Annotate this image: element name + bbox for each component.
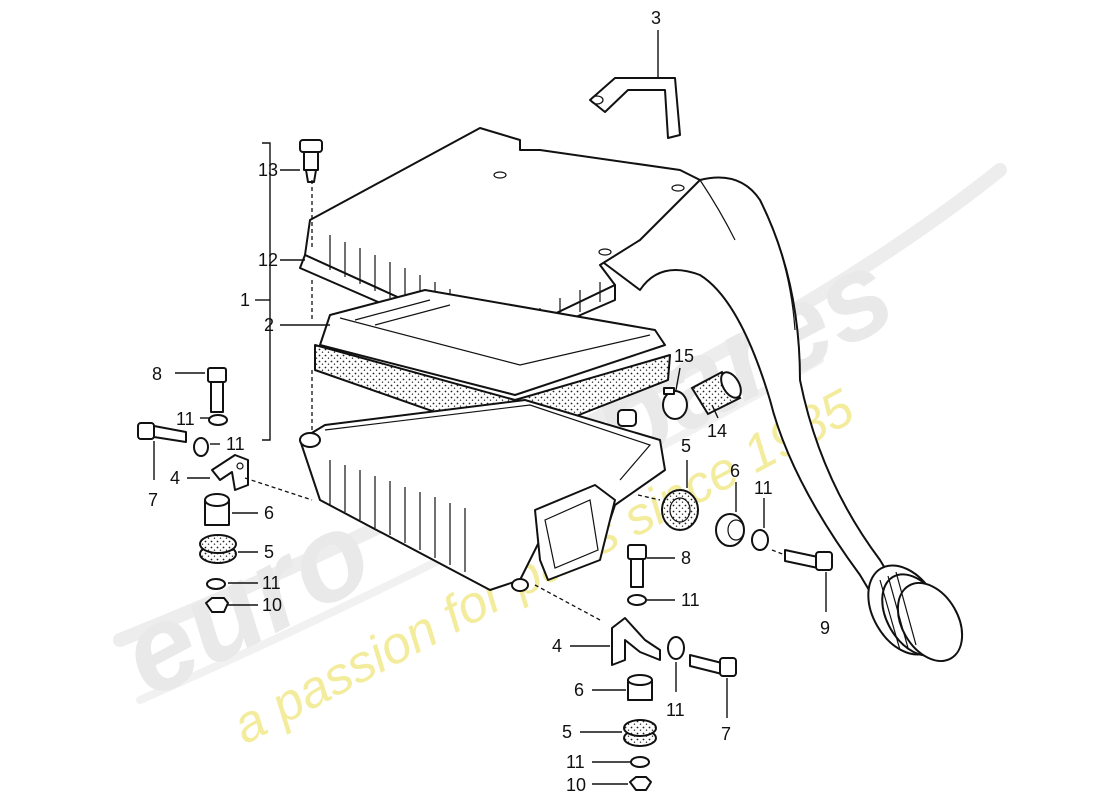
intake-duct xyxy=(599,176,964,662)
callout-6-right: 6 xyxy=(730,461,740,481)
callout-4-bottom: 4 xyxy=(552,636,562,656)
callout-11-right: 11 xyxy=(754,478,773,498)
callout-9: 9 xyxy=(820,618,830,638)
callout-11-left: 11 xyxy=(226,434,245,454)
hose-clamp-15 xyxy=(662,387,688,420)
callout-4-left: 4 xyxy=(170,468,180,488)
lower-housing xyxy=(299,399,666,592)
washer-11-left-bottom xyxy=(206,578,226,590)
callout-8-right: 8 xyxy=(681,548,691,568)
callout-13: 13 xyxy=(258,160,278,180)
callout-5-right: 5 xyxy=(681,436,691,456)
bracket-4-bottom xyxy=(611,617,661,666)
nut-10-left xyxy=(205,597,229,613)
washer-11-left xyxy=(193,437,209,457)
callout-labels: 1 2 3 4 4 5 5 5 6 6 6 7 7 8 8 9 10 10 11… xyxy=(148,8,830,795)
bushing-6-bottom xyxy=(627,674,653,701)
washer-11-right xyxy=(751,529,769,551)
hose-14 xyxy=(690,370,742,416)
callout-7-bottom: 7 xyxy=(721,724,731,744)
bracket-4-left xyxy=(211,454,249,491)
bushing-6-right xyxy=(715,513,745,547)
bolt-8-right xyxy=(627,544,647,588)
callout-5-bottom: 5 xyxy=(562,722,572,742)
nut-10-bottom xyxy=(629,776,652,791)
screw-13 xyxy=(299,139,323,183)
washer-11-right-mid xyxy=(627,594,647,606)
callout-10-bottom: 10 xyxy=(566,775,586,795)
bolt-7-bottom xyxy=(689,654,737,677)
callout-6-bottom: 6 xyxy=(574,680,584,700)
callout-11-bottom-stack: 11 xyxy=(566,752,585,772)
washer-11-bottom xyxy=(667,636,685,660)
callout-14: 14 xyxy=(707,421,727,441)
washer-11-bottom-stack xyxy=(630,756,650,768)
callout-11-left-bottom: 11 xyxy=(262,573,281,593)
callout-11-left-top: 11 xyxy=(176,409,195,429)
callout-10-left: 10 xyxy=(262,595,282,615)
leader-lines xyxy=(153,30,827,785)
bolt-9 xyxy=(784,549,833,571)
callout-1: 1 xyxy=(240,290,250,310)
duct-end-ring xyxy=(867,564,964,662)
callout-11-right-mid: 11 xyxy=(681,590,700,610)
callout-6-left: 6 xyxy=(264,503,274,523)
bushing-6-left xyxy=(204,493,230,526)
grommet-5-bottom xyxy=(623,719,657,747)
callout-11-bottom: 11 xyxy=(666,700,685,720)
callout-2: 2 xyxy=(264,315,274,335)
bolt-8-left xyxy=(207,367,227,413)
callout-15: 15 xyxy=(674,346,694,366)
washer-11-left-top xyxy=(208,414,228,426)
lower-housing-ribs xyxy=(329,460,466,572)
callout-3: 3 xyxy=(651,8,661,28)
callout-12: 12 xyxy=(258,250,278,270)
grommet-5-left xyxy=(199,534,237,564)
callout-5-left: 5 xyxy=(264,542,274,562)
clamp-3 xyxy=(589,77,681,139)
callout-8-left: 8 xyxy=(152,364,162,384)
bolt-7-left xyxy=(137,422,187,443)
grommet-5-right xyxy=(661,489,699,531)
callout-7-left: 7 xyxy=(148,490,158,510)
